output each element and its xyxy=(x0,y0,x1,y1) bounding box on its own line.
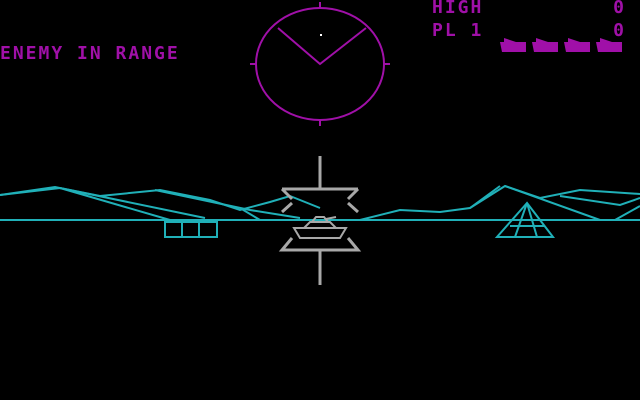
high-score-value: 0 xyxy=(613,0,626,18)
pyramid-obstacle-icon xyxy=(494,201,556,238)
tank-silhouette-icon xyxy=(532,38,558,52)
lives-remaining xyxy=(500,38,622,52)
tank-silhouette-icon xyxy=(596,38,622,52)
tank-silhouette-icon xyxy=(564,38,590,52)
enemy-tank-icon xyxy=(292,216,348,239)
gunsight-crosshair-icon xyxy=(278,156,362,285)
player-label: PL 1 xyxy=(432,20,484,41)
wireframe-mountains-icon xyxy=(0,184,640,221)
tank-silhouette-icon xyxy=(500,38,526,52)
radar-enemy-blip xyxy=(320,34,322,36)
status-message: ENEMY IN RANGE xyxy=(0,43,180,64)
cube-obstacle-icon xyxy=(164,221,218,238)
high-score-label: HIGH xyxy=(432,0,484,18)
player-score-value: 0 xyxy=(613,20,626,41)
radar-scope-icon xyxy=(250,2,390,126)
